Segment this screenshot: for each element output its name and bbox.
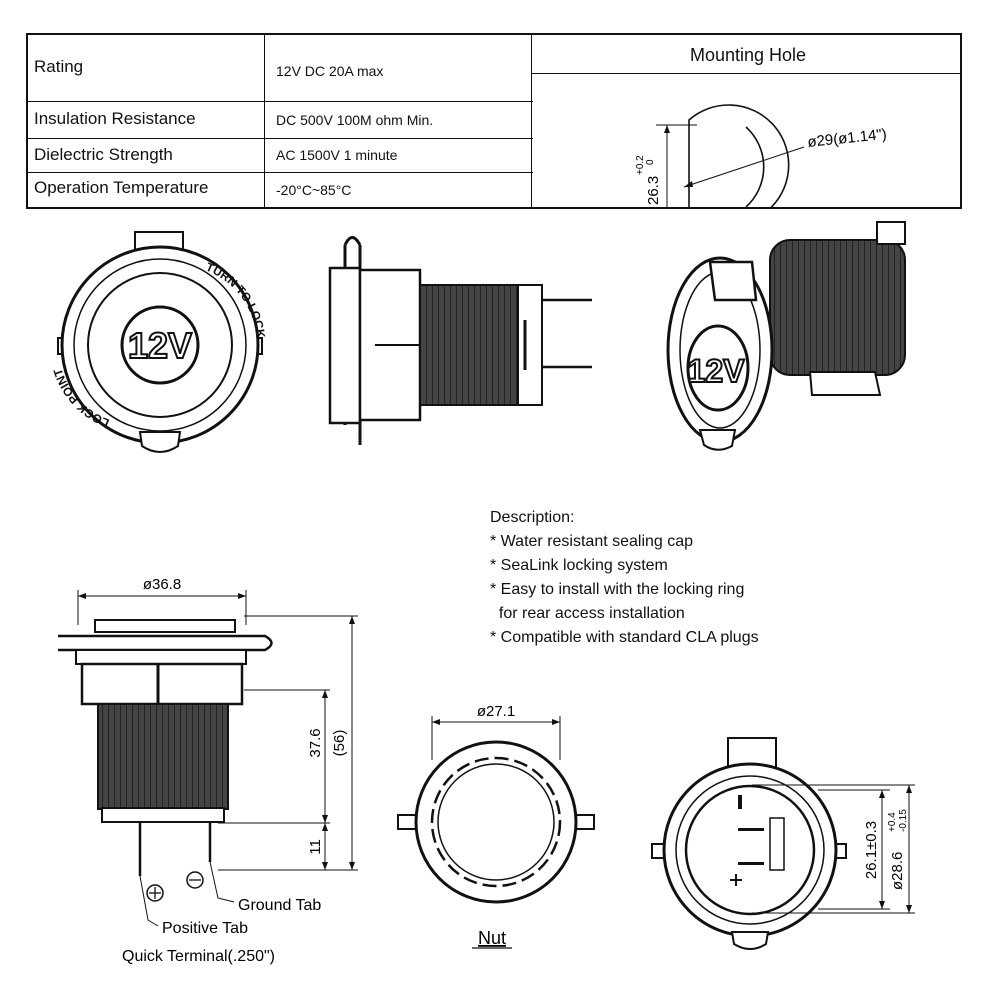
side-view-top xyxy=(328,236,592,445)
description-block: Description: * Water resistant sealing c… xyxy=(490,506,759,650)
thread-body xyxy=(97,703,229,810)
rear-outer-tol-plus: +0.4 xyxy=(887,812,898,832)
description-heading: Description: xyxy=(490,509,575,526)
ground-contact xyxy=(738,795,742,809)
spec-label-insulation: Insulation Resistance xyxy=(34,109,196,128)
spec-label-rating: Rating xyxy=(34,57,84,76)
ground-tab-label: Ground Tab xyxy=(238,897,321,914)
rear-inner-dim-label: 26.1±0.3 xyxy=(863,821,880,879)
spec-value-insulation: DC 500V 100M ohm Min. xyxy=(276,112,434,128)
diameter-leader-line xyxy=(683,146,805,188)
mounting-hole-height-tol-minus: 0 xyxy=(645,159,656,165)
table-divider xyxy=(28,138,533,139)
nut-label: Nut xyxy=(478,928,506,948)
mounting-hole-height-label: 26.3 xyxy=(645,176,662,205)
iso-badge-text: 12V xyxy=(688,353,746,389)
mounting-hole-height-tol-plus: +0.2 xyxy=(635,155,646,175)
isometric-view: 12V xyxy=(666,221,906,451)
description-bullet: * Easy to install with the locking ring xyxy=(490,581,745,598)
description-bullet: * Compatible with standard CLA plugs xyxy=(490,629,759,646)
side-body-height-label: 37.6 xyxy=(307,728,324,757)
front-badge-text: 12V xyxy=(128,325,192,366)
description-bullet: * Water resistant sealing cap xyxy=(490,533,694,550)
table-divider xyxy=(28,172,533,173)
spec-label-operation-temp: Operation Temperature xyxy=(34,178,209,197)
spec-value-operation-temp: -20°C~85°C xyxy=(276,182,352,198)
thread-body xyxy=(419,284,526,406)
table-divider xyxy=(531,35,532,207)
side-tab-height-label: 11 xyxy=(307,839,324,855)
front-badge-circle xyxy=(120,305,200,385)
table-divider xyxy=(531,73,960,74)
side-view-dimensioned: ø36.8 37.6 (56) 11 Ground Tab Positiv xyxy=(58,576,358,965)
rear-outer-tol-minus: -0.15 xyxy=(898,809,909,832)
mounting-hole-outline xyxy=(688,104,790,209)
spec-label-dielectric: Dielectric Strength xyxy=(34,145,173,164)
mounting-hole-title: Mounting Hole xyxy=(689,45,807,65)
cap-tab xyxy=(138,431,182,453)
side-total-height-label: (56) xyxy=(331,730,348,757)
description-bullet: for rear access installation xyxy=(490,605,685,622)
rear-outer-dim-label: ø28.6 xyxy=(889,852,906,890)
front-view: 12V LOCK POINT TURN TO LOCK xyxy=(50,231,268,453)
quick-terminal-label: Quick Terminal(.250") xyxy=(122,948,275,965)
side-diameter-label: ø36.8 xyxy=(143,576,181,593)
spec-value-dielectric: AC 1500V 1 minute xyxy=(276,147,398,163)
center-contact xyxy=(769,817,785,871)
cap-lever xyxy=(58,634,273,652)
iso-threads xyxy=(769,239,906,376)
positive-tab-label: Positive Tab xyxy=(162,920,248,937)
table-divider xyxy=(264,35,265,207)
nut-view: ø27.1 Nut xyxy=(397,703,595,949)
nut-diameter-label: ø27.1 xyxy=(477,703,515,720)
rear-view: 26.1±0.3 ø28.6 +0.4 -0.15 xyxy=(651,737,915,950)
spec-table: Rating 12V DC 20A max Insulation Resista… xyxy=(26,33,962,209)
table-divider xyxy=(28,101,533,102)
mounting-hole-drawing: ø29(ø1.14") 26.3 +0.2 0 xyxy=(635,104,888,209)
description-bullet: * SeaLink locking system xyxy=(490,557,668,574)
mounting-hole-flat-arc xyxy=(745,126,765,208)
spec-value-rating: 12V DC 20A max xyxy=(276,63,384,79)
